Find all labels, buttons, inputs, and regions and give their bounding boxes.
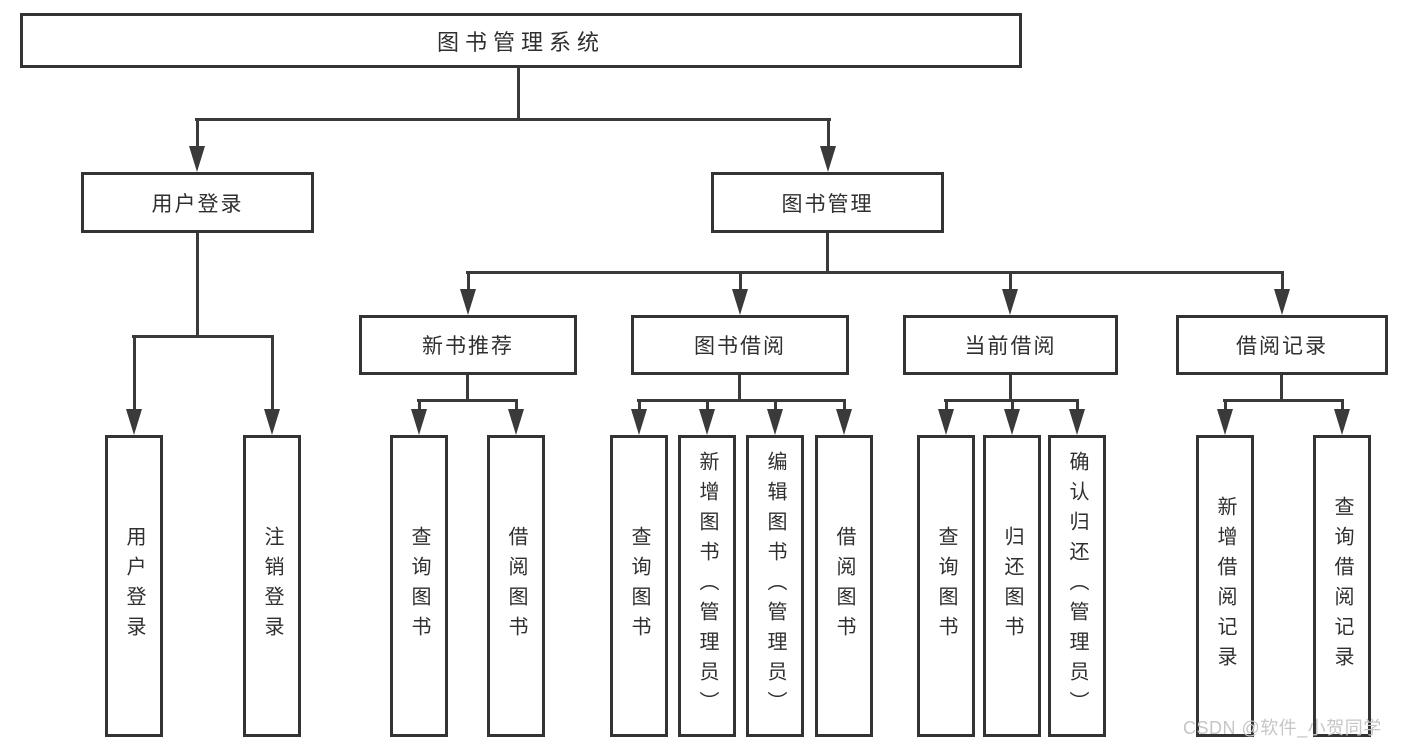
arrow-to-borrow-records xyxy=(1274,271,1290,315)
leaf-label: 查询图书 xyxy=(628,526,650,646)
connector-new-book-stem xyxy=(466,375,469,401)
connector-book-borrow-bar xyxy=(637,399,846,402)
leaf-label: 查询借阅记录 xyxy=(1331,496,1353,676)
leaf-label: 新增借阅记录 xyxy=(1214,496,1236,676)
node-label: 新书推荐 xyxy=(422,335,514,358)
arrow-current-return xyxy=(1004,399,1020,435)
leaf-newbook-query-books: 查询图书 xyxy=(390,435,448,737)
connector-borrow-records-stem xyxy=(1280,375,1283,401)
leaf-label: 借阅图书 xyxy=(505,526,527,646)
leaf-label: 借阅图书 xyxy=(833,526,855,646)
arrow-to-logout-leaf xyxy=(264,335,280,435)
leaf-label: 查询图书 xyxy=(408,526,430,646)
leaf-bookborrow-query-books: 查询图书 xyxy=(610,435,668,737)
node-label: 图书管理系统 xyxy=(436,29,605,55)
leaf-logout: 注销登录 xyxy=(243,435,301,737)
connector-user-login-bar xyxy=(132,335,274,338)
leaf-current-query-books: 查询图书 xyxy=(917,435,975,737)
leaf-records-add-borrow-record: 新增借阅记录 xyxy=(1196,435,1254,737)
node-library-management-system: 图书管理系统 xyxy=(20,13,1022,68)
leaf-label: 用户登录 xyxy=(123,526,145,646)
arrow-borrow-add xyxy=(699,399,715,435)
node-book-management: 图书管理 xyxy=(711,172,944,233)
arrow-new-book-query xyxy=(411,399,427,435)
arrow-records-query xyxy=(1334,399,1350,435)
leaf-bookborrow-add-books-admin: 新增图书（管理员） xyxy=(678,435,736,737)
leaf-current-confirm-return-admin: 确认归还（管理员） xyxy=(1048,435,1106,737)
node-label: 用户登录 xyxy=(151,192,244,216)
node-user-login: 用户登录 xyxy=(81,172,314,233)
node-label: 当前借阅 xyxy=(964,335,1057,358)
arrow-borrow-borrow xyxy=(836,399,852,435)
arrow-current-confirm xyxy=(1069,399,1085,435)
leaf-label: 新增图书（管理员） xyxy=(696,451,718,721)
leaf-label: 注销登录 xyxy=(261,526,283,646)
connector-new-book-bar xyxy=(417,399,518,402)
node-label: 图书借阅 xyxy=(694,335,786,358)
connector-book-management-stem xyxy=(826,233,829,274)
leaf-bookborrow-borrow-books: 借阅图书 xyxy=(815,435,873,737)
node-label: 借阅记录 xyxy=(1236,335,1328,358)
arrow-to-user-login xyxy=(189,118,205,172)
node-borrow-records: 借阅记录 xyxy=(1176,315,1388,375)
leaf-label: 确认归还（管理员） xyxy=(1066,451,1088,721)
arrow-borrow-query xyxy=(631,399,647,435)
node-current-borrow: 当前借阅 xyxy=(903,315,1118,375)
leaf-newbook-borrow-books: 借阅图书 xyxy=(487,435,545,737)
leaf-records-query-borrow-record: 查询借阅记录 xyxy=(1313,435,1371,737)
leaf-user-login: 用户登录 xyxy=(105,435,163,737)
connector-root-stem xyxy=(517,68,520,119)
csdn-watermark: CSDN @软件_小贺同学 xyxy=(1183,718,1382,738)
connector-book-management-bar xyxy=(466,271,1284,274)
leaf-label: 编辑图书（管理员） xyxy=(764,451,786,721)
arrow-records-add xyxy=(1217,399,1233,435)
connector-user-login-stem xyxy=(196,233,199,337)
node-new-book-recommend: 新书推荐 xyxy=(359,315,577,375)
leaf-label: 归还图书 xyxy=(1001,526,1023,646)
connector-borrow-records-bar xyxy=(1223,399,1344,402)
leaf-current-return-books: 归还图书 xyxy=(983,435,1041,737)
arrow-to-new-book-recommend xyxy=(460,271,476,315)
connector-current-borrow-stem xyxy=(1009,375,1012,401)
arrow-to-current-borrow xyxy=(1002,271,1018,315)
arrow-to-book-borrow xyxy=(732,271,748,315)
arrow-new-book-borrow xyxy=(508,399,524,435)
connector-root-bar xyxy=(195,118,831,121)
leaf-label: 查询图书 xyxy=(935,526,957,646)
node-book-borrow: 图书借阅 xyxy=(631,315,849,375)
arrow-borrow-edit xyxy=(767,399,783,435)
node-label: 图书管理 xyxy=(781,192,874,216)
connector-book-borrow-stem xyxy=(738,375,741,401)
arrow-to-login-leaf xyxy=(126,335,142,435)
arrow-to-book-management xyxy=(820,118,836,172)
leaf-bookborrow-edit-books-admin: 编辑图书（管理员） xyxy=(746,435,804,737)
arrow-current-query xyxy=(938,399,954,435)
